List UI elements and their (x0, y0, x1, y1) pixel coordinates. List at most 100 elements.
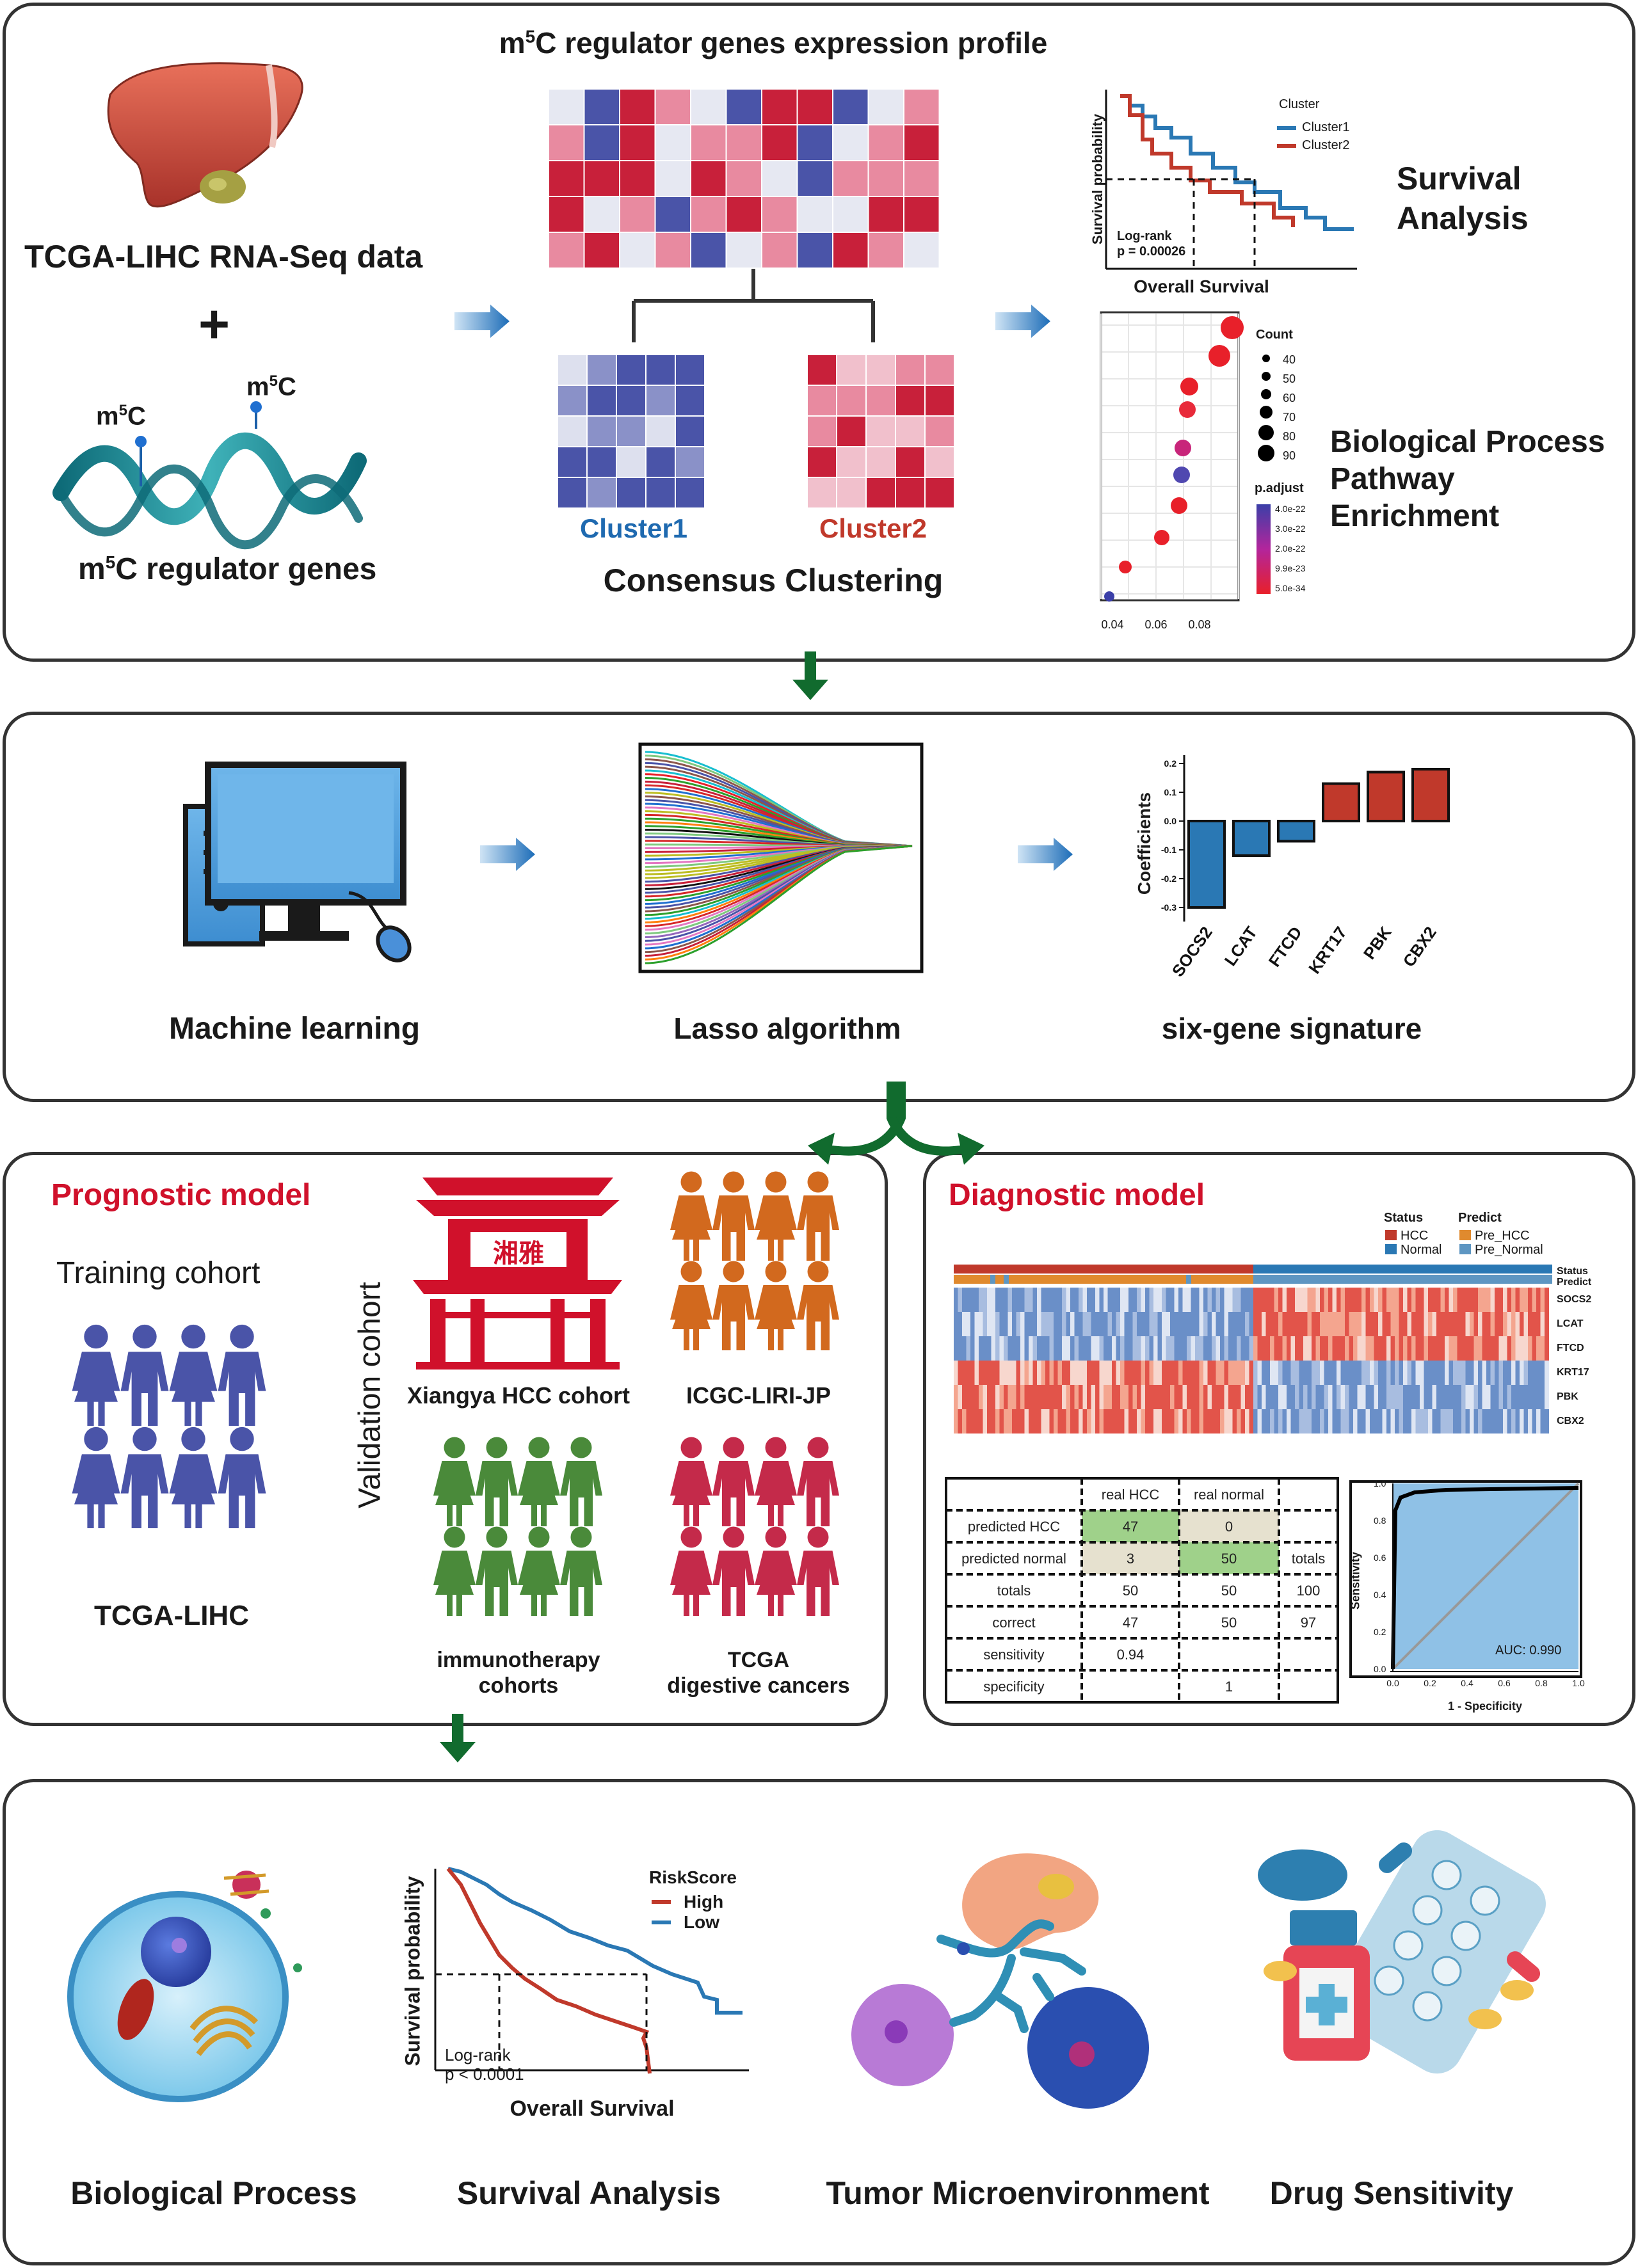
coef-gene-label: FTCD (1265, 923, 1306, 970)
heatmap-cell (549, 90, 584, 124)
icgc-cohort-people (670, 1171, 839, 1350)
coef-ytick: 0.2 (1164, 758, 1177, 769)
person-icon (712, 1171, 755, 1261)
heatmap-cell (646, 478, 675, 507)
km2-xlabel: Overall Survival (510, 2096, 675, 2121)
person-icon (218, 1426, 266, 1528)
signature-label: six-gene signature (1161, 1012, 1422, 1045)
roc-ytick: 0.4 (1374, 1590, 1386, 1600)
heatmap-row-status: Status (1557, 1266, 1588, 1277)
cluster2-heatmap (808, 355, 954, 507)
legend-hcc: HCC (1401, 1229, 1429, 1243)
roc-ytick: 0.8 (1374, 1515, 1386, 1526)
heatmap-cell (833, 161, 868, 196)
heatmap-cell (762, 90, 797, 124)
heatmap-cell (896, 478, 924, 507)
heatmap-cell (620, 161, 655, 196)
heatmap-cell (617, 355, 645, 385)
drug-illustration (1258, 1830, 1546, 2074)
diagnostic-model-title: Diagnostic model (949, 1178, 1205, 1212)
heatmap-cell (588, 478, 616, 507)
dotplot-point (1221, 316, 1244, 339)
dotplot-point (1173, 467, 1190, 483)
heatmap-cell (620, 90, 655, 124)
heatmap-cell (926, 447, 954, 477)
heatmap-cell (808, 478, 836, 507)
km-plot-clusters (1105, 90, 1357, 270)
person-icon (560, 1526, 602, 1616)
heatmap-cell (727, 233, 761, 268)
heatmap-cell (808, 386, 836, 415)
person-icon (518, 1526, 560, 1616)
legend-pre-hcc: Pre_HCC (1475, 1229, 1530, 1243)
km2-legend-high: High (684, 1892, 724, 1912)
heatmap-cell (837, 386, 865, 415)
tcga-rna-seq-label: TCGA-LIHC RNA-Seq data (24, 239, 423, 275)
legend-pre-normal: Pre_Normal (1475, 1243, 1543, 1257)
heatmap-cell (691, 125, 726, 160)
heatmap-cell (837, 355, 865, 385)
coef-bar (1232, 820, 1271, 857)
coef-bar (1187, 820, 1226, 909)
dotplot-xtick-2: 0.06 (1144, 618, 1168, 631)
coef-bar (1277, 820, 1315, 843)
heatmap-cell (584, 125, 619, 160)
heatmap-cell (798, 161, 832, 196)
person-icon (755, 1261, 797, 1350)
heatmap-cell (926, 355, 954, 385)
heatmap-cell (655, 233, 690, 268)
km2-logrank: Log-rank (445, 2045, 511, 2064)
table-cell: predicted HCC (968, 1519, 1060, 1535)
coef-ytick: 0.1 (1164, 787, 1177, 797)
roc-ytick: 0.0 (1374, 1664, 1386, 1674)
km1-xlabel: Overall Survival (1134, 276, 1269, 296)
heatmap-cell (833, 197, 868, 232)
roc-xtick: 0.0 (1386, 1678, 1399, 1688)
heatmap-cell (584, 233, 619, 268)
person-icon (797, 1171, 839, 1261)
heatmap-cell (620, 125, 655, 160)
person-icon (433, 1437, 476, 1526)
heatmap-cell (869, 161, 903, 196)
heatmap-cell (617, 478, 645, 507)
coef-ylabel: Coefficients (1134, 792, 1154, 895)
prognostic-model-title: Prognostic model (51, 1178, 311, 1212)
heatmap-cell (558, 355, 586, 385)
diagnostic-heatmap (954, 1265, 1552, 1433)
heatmap-cell (646, 386, 675, 415)
person-icon (560, 1437, 602, 1526)
person-icon (755, 1171, 797, 1261)
heatmap-cell (904, 233, 939, 268)
heatmap-gene-label: LCAT (1557, 1318, 1584, 1329)
heatmap-cell (691, 197, 726, 232)
survival-analysis-label: Survival Analysis (456, 2175, 721, 2211)
heatmap-cell (549, 233, 584, 268)
km2-legend-title: RiskScore (649, 1867, 737, 1887)
cluster1-heatmap (558, 355, 704, 507)
tumor-microenvironment-illustration (851, 1853, 1149, 2109)
roc-xtick: 0.4 (1461, 1678, 1473, 1688)
validation-cohort-label: Validation cohort (353, 1282, 387, 1508)
m5c-tag-right: m5C (246, 372, 296, 401)
roc-ytick: 1.0 (1374, 1478, 1386, 1489)
training-cohort-label: Training cohort (56, 1256, 261, 1290)
cluster1-label: Cluster1 (579, 513, 688, 543)
heatmap-cell (837, 447, 865, 477)
heatmap-cell (926, 386, 954, 415)
heatmap-cell (727, 161, 761, 196)
person-icon (169, 1426, 218, 1528)
heatmap-cell (867, 386, 895, 415)
dotplot-point (1119, 561, 1132, 573)
coef-gene-label: KRT17 (1305, 923, 1351, 977)
heatmap-cell (837, 417, 865, 446)
heatmap-cell (691, 90, 726, 124)
plus-sign: + (198, 294, 230, 354)
person-icon (670, 1526, 712, 1616)
coef-bar (1411, 768, 1450, 822)
heatmap-cell (798, 125, 832, 160)
computer-icon (183, 762, 412, 962)
